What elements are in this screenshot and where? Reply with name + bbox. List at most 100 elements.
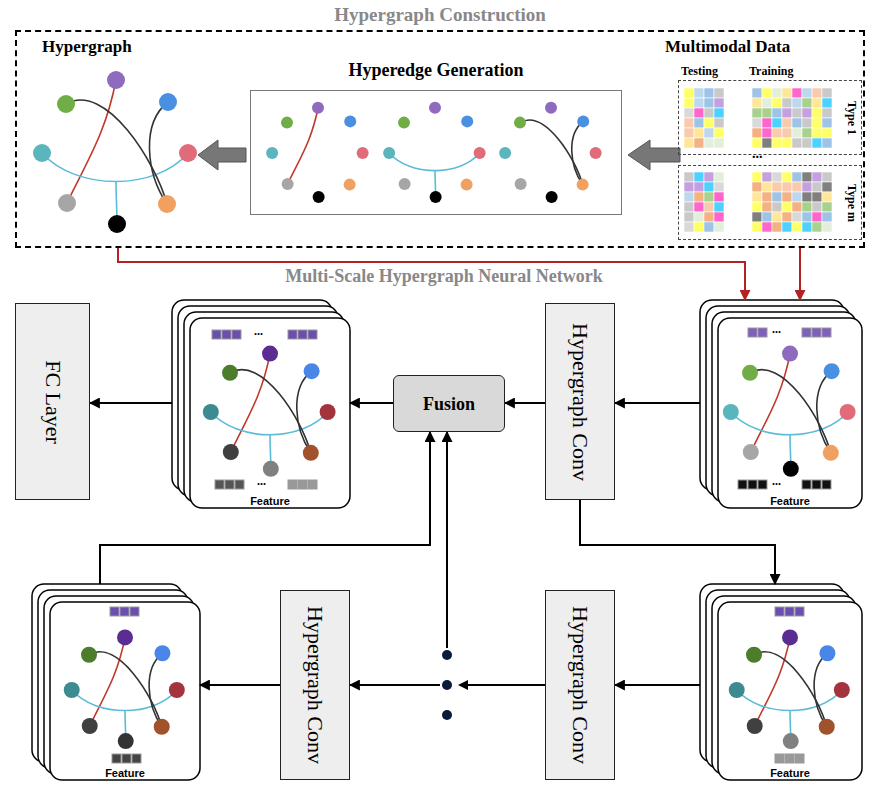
ellipsis-dot (442, 710, 452, 720)
grid-cell (694, 98, 704, 108)
grid-cell (812, 222, 822, 232)
grid-cell (772, 108, 782, 118)
connector (90, 402, 172, 404)
grid-cell (694, 172, 704, 182)
grid-cell (802, 108, 812, 118)
grid-cell (782, 172, 792, 182)
grid-cell (822, 88, 832, 98)
grid-cell (704, 108, 714, 118)
vertex (461, 179, 473, 191)
hyperedge (149, 653, 162, 726)
feature-cell (775, 754, 784, 763)
connector (505, 402, 545, 404)
grid-cell (782, 222, 792, 232)
grid-cell (684, 222, 694, 232)
feature-card (190, 318, 350, 508)
section-heading: Multimodal Data (665, 37, 790, 57)
connector (580, 500, 775, 584)
grid-cell (772, 172, 782, 182)
grid-cell (782, 108, 792, 118)
grid-cell (762, 88, 772, 98)
grid-cell (694, 108, 704, 118)
grid-cell (782, 212, 792, 222)
grid-cell (802, 88, 812, 98)
feature-cell (120, 607, 129, 616)
grid-cell (822, 128, 832, 138)
vertex (158, 195, 176, 213)
grid-cell (704, 212, 714, 222)
grid-cell (782, 138, 792, 148)
grid-cell (782, 98, 792, 108)
grid-cell (822, 222, 832, 232)
grid-cell (714, 192, 724, 202)
vertex (742, 365, 758, 381)
hypergraph-figure (499, 102, 602, 203)
vertex (577, 179, 589, 191)
hyperedge (750, 370, 831, 453)
grid-cell (802, 212, 812, 222)
hyperedge (149, 102, 168, 204)
grid-cell (822, 212, 832, 222)
column-label: Training (749, 64, 793, 79)
panel-title: Hypergraph Construction (17, 4, 863, 26)
construction-panel: Hypergraph ConstructionTrainingTestingTy… (15, 30, 865, 248)
conv-label: Hypergraph Conv (302, 595, 328, 775)
hyperedge (211, 412, 328, 435)
vertex (344, 179, 356, 191)
feature-card (718, 318, 862, 508)
grid-cell (714, 182, 724, 192)
grid-cell (772, 222, 782, 232)
vertex (118, 733, 134, 749)
grid-cell (782, 128, 792, 138)
hyperedge (42, 153, 188, 182)
ellipsis: ... (257, 474, 266, 489)
connector (100, 432, 430, 584)
grid-cell (812, 128, 822, 138)
vertex (117, 629, 133, 645)
connector (350, 402, 393, 404)
grid-cell (792, 118, 802, 128)
grid-cell (802, 192, 812, 202)
vertex (282, 178, 294, 190)
conv-label: Hypergraph Conv (567, 595, 593, 775)
vertex (320, 404, 336, 420)
vertex (266, 147, 278, 159)
vertex (357, 147, 369, 159)
grid-cell (772, 98, 782, 108)
modality-group: TrainingTestingType 1 (678, 80, 862, 155)
grid-cell (694, 128, 704, 138)
grid-cell (684, 182, 694, 192)
hyperedge (297, 371, 312, 453)
grid-cell (704, 202, 714, 212)
vertex (159, 93, 177, 111)
section-heading: Hypergraph (42, 37, 132, 57)
grid-cell (704, 192, 714, 202)
grid-cell (812, 182, 822, 192)
vertex (782, 629, 798, 645)
grid-cell (752, 128, 762, 138)
grid-cell (802, 138, 812, 148)
grid-cell (752, 222, 762, 232)
grid-cell (694, 192, 704, 202)
feature-cell (112, 754, 121, 763)
grid-cell (704, 88, 714, 98)
grid-cell (762, 108, 772, 118)
vertex (222, 365, 238, 381)
grid-cell (684, 138, 694, 148)
grid-cell (812, 98, 822, 108)
grid-cell (704, 172, 714, 182)
hyperedge (751, 354, 790, 452)
vertex (824, 363, 840, 379)
feature-cell (298, 480, 307, 489)
grid-cell (694, 212, 704, 222)
grid-cell (694, 138, 704, 148)
grid-cell (762, 172, 772, 182)
vertex (819, 645, 835, 661)
grid-cell (802, 172, 812, 182)
section-title: Multi-Scale Hypergraph Neural Network (0, 266, 888, 287)
grid-cell (752, 182, 762, 192)
fusion-box: Fusion (393, 375, 505, 432)
ellipsis: ... (772, 322, 781, 337)
ellipsis: ... (772, 474, 781, 489)
grid-cell (792, 222, 802, 232)
